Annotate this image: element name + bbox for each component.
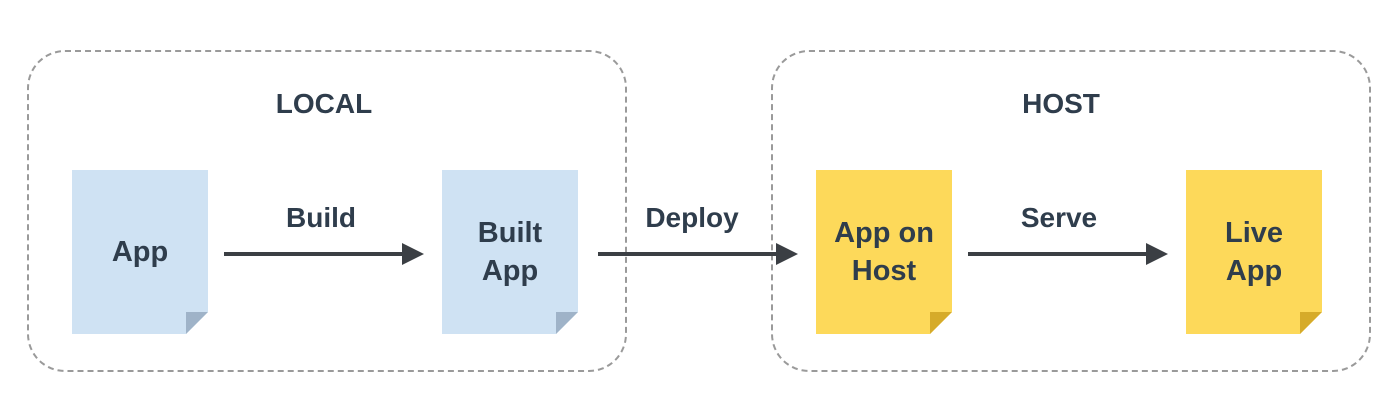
deploy-edge-label: Deploy — [645, 202, 739, 233]
app-on-host-node-label: App on Host — [834, 217, 934, 287]
app-document-node: App — [72, 170, 208, 334]
local-group-title: LOCAL — [275, 88, 373, 119]
local-group — [27, 50, 627, 372]
built-app-document-node: Built App — [442, 170, 578, 334]
host-group — [771, 50, 1371, 372]
build-arrow — [224, 243, 424, 265]
built-app-node-label: Built App — [477, 217, 543, 287]
host-group-title: HOST — [1022, 88, 1100, 119]
document-icon — [816, 170, 952, 334]
app-on-host-document-node: App on Host — [816, 170, 952, 334]
document-icon — [1186, 170, 1322, 334]
document-icon — [72, 170, 208, 334]
serve-arrow — [968, 243, 1168, 265]
live-app-document-node: Live App — [1186, 170, 1322, 334]
serve-edge-label: Serve — [1020, 202, 1098, 233]
document-icon — [442, 170, 578, 334]
app-node-label: App — [111, 236, 169, 268]
deploy-arrow — [598, 243, 798, 265]
live-app-node-label: Live App — [1224, 217, 1284, 287]
build-edge-label: Build — [286, 202, 356, 233]
